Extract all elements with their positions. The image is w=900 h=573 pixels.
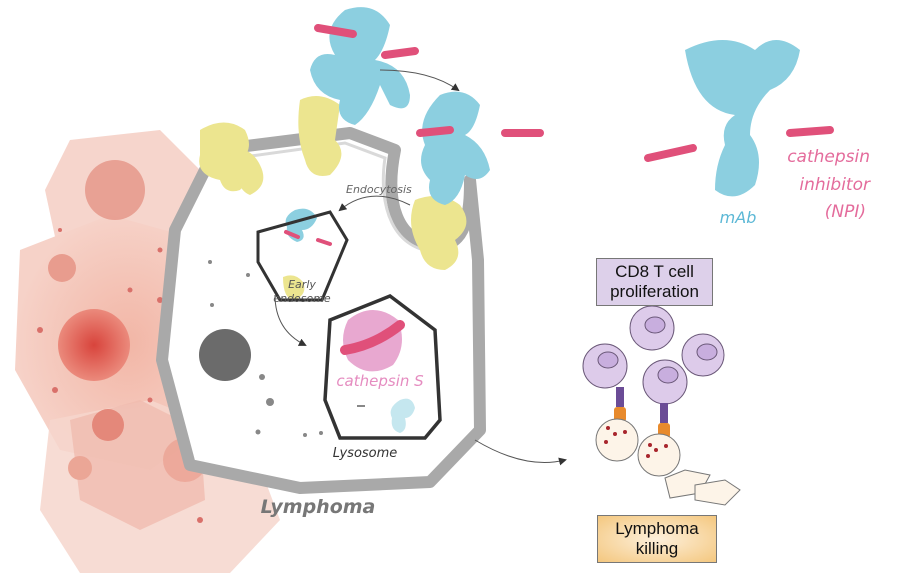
antibodies [285,7,800,433]
endosome-receptor [283,275,305,300]
nucleus [199,329,251,381]
lymphoma-label: Lymphoma [261,496,376,518]
early-endosome-label-line1: Early [288,278,316,291]
inhibitor-label-line3: (NPI) [825,202,866,222]
arrows [274,69,567,466]
inhibitor-label-line2: inhibitor [799,175,871,195]
killing-box-line1: Lymphoma [615,519,699,538]
lysosome-label: Lysosome [333,446,398,461]
early-endosome [256,210,349,302]
lysosome [323,294,442,440]
receptors [199,96,467,300]
cd8-box-line1: CD8 T cell [615,262,694,281]
cathepsin-s-label: cathepsin S [336,372,424,390]
cathepsin-inhibitors [284,24,834,246]
killing-box-line2: killing [635,539,679,558]
inhibitor-label-line1: cathepsin [787,147,870,167]
cd8-box-line2: proliferation [610,282,699,301]
endocytosis-label: Endocytosis [346,183,412,196]
mab-label: mAb [720,208,757,227]
early-endosome-label-line2: endosome [273,292,331,305]
t-cells [582,305,741,506]
